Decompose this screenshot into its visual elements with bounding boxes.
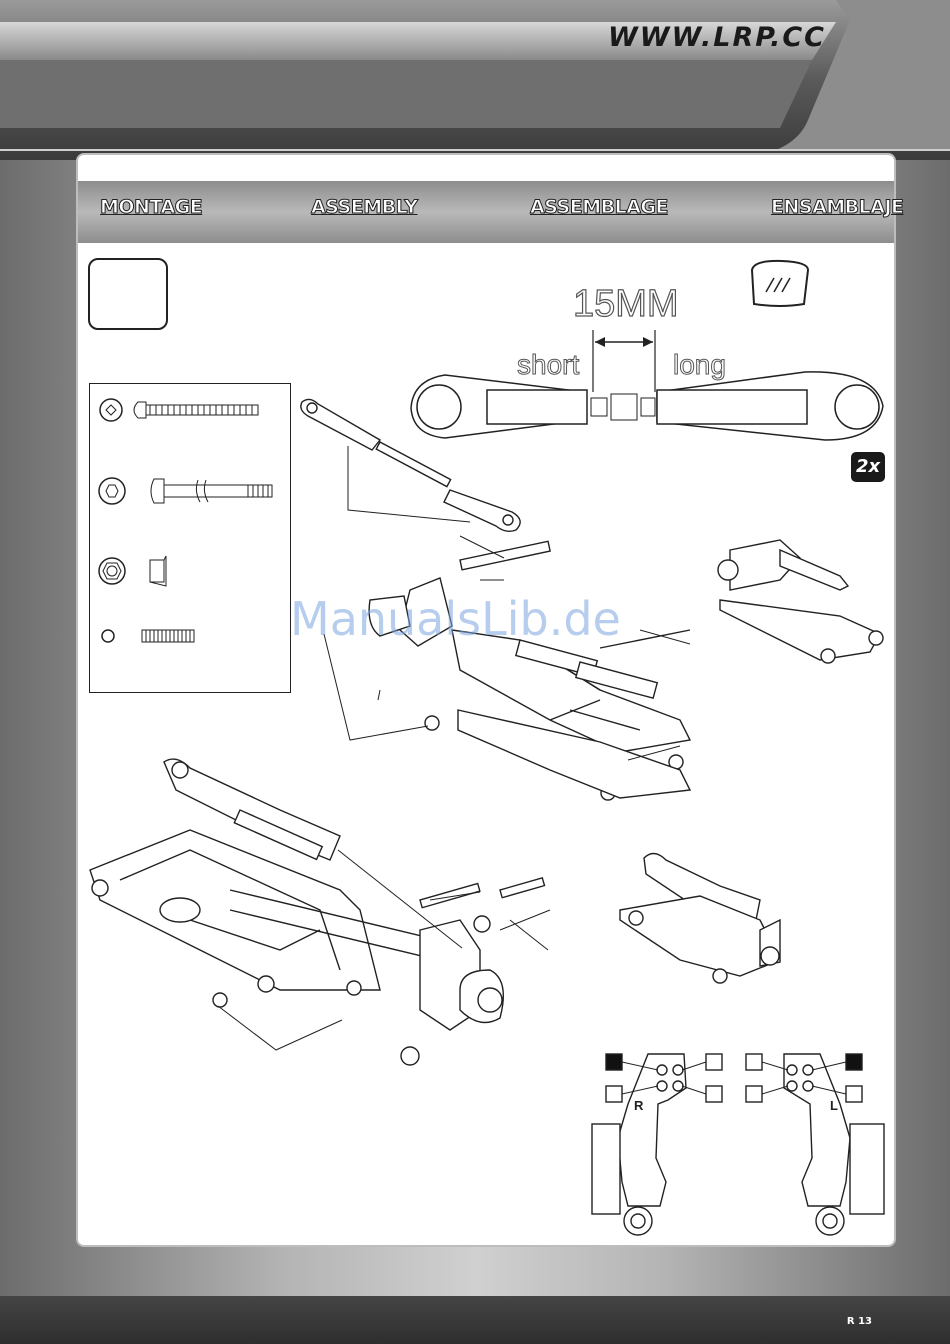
right-side-label: R	[634, 1098, 644, 1113]
long-label: long	[673, 349, 726, 380]
assembled-arm-top-right	[718, 540, 883, 663]
watermark: ManualsLib.de	[290, 592, 621, 646]
page-number: R 13	[847, 1316, 872, 1327]
left-hub-diagram	[746, 1054, 884, 1235]
assembled-arm-bottom-right	[620, 853, 780, 983]
header-assembly: ASSEMBLY	[311, 196, 418, 218]
header-assemblage: ASSEMBLAGE	[530, 196, 668, 218]
left-arm-assembly	[90, 759, 545, 1065]
left-side-label: L	[830, 1098, 838, 1113]
header-montage: MONTAGE	[100, 196, 202, 218]
footer-bar	[0, 1296, 950, 1344]
short-label: short	[517, 349, 579, 380]
right-hub-assembly	[369, 541, 690, 800]
exploded-turnbuckle	[301, 399, 520, 531]
measure-length-label: 15MM	[573, 283, 679, 325]
step-number-box	[88, 258, 168, 330]
website-url: WWW.LRP.CC	[608, 22, 826, 53]
right-hub-diagram	[592, 1054, 722, 1235]
link-position-diagram: R L	[588, 1048, 890, 1238]
header-ensamblaje: ENSAMBLAJE	[771, 196, 904, 218]
